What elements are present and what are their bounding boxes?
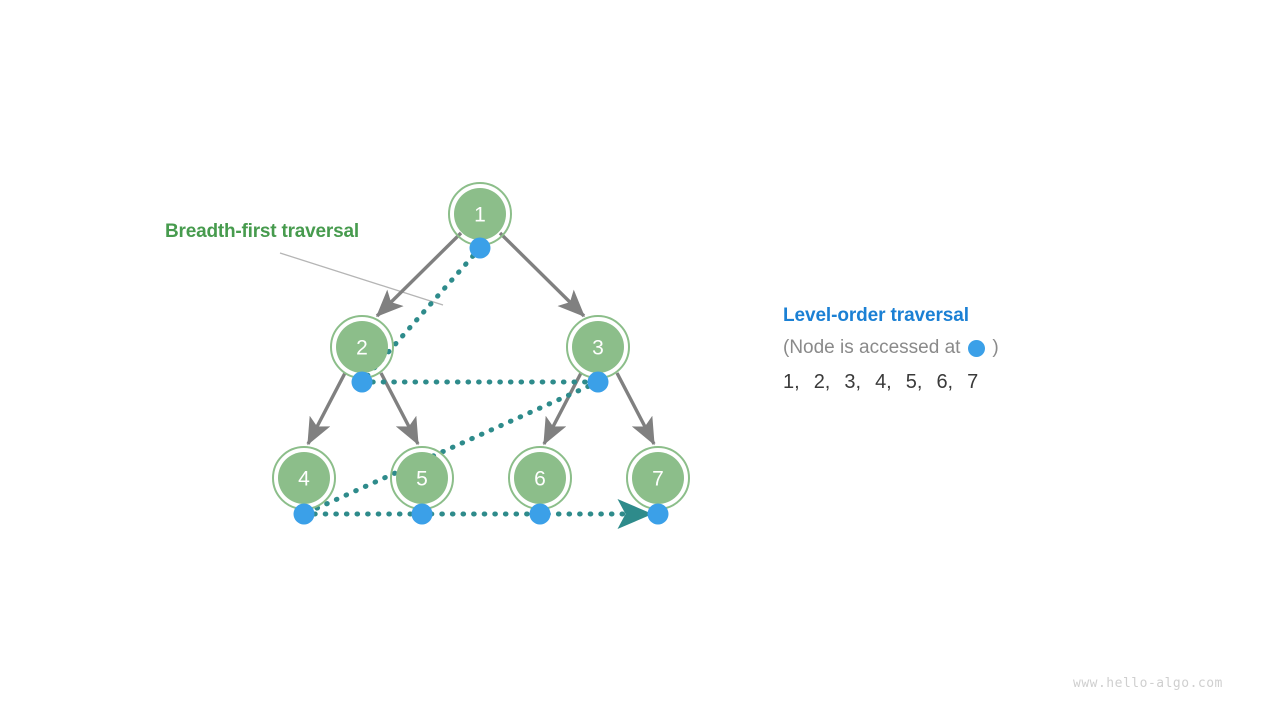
node-value-label: 5 <box>416 468 428 491</box>
tree-node-6: 6 <box>508 446 572 510</box>
breadth-first-traversal-label: Breadth-first traversal <box>165 221 359 242</box>
edge-3-7 <box>615 372 656 446</box>
access-dots <box>293 237 669 525</box>
node-circle <box>336 321 388 373</box>
sequence-item: 3, <box>844 371 862 393</box>
sequence-item: 1, <box>783 371 800 393</box>
sequence-item: 7 <box>967 371 979 393</box>
tree-node-4: 4 <box>272 446 336 510</box>
legend-subtitle: (Node is accessed at ) <box>783 337 1203 359</box>
node-value-label: 1 <box>474 204 486 227</box>
node-circle <box>278 452 330 504</box>
sequence-item: 2, <box>813 371 831 393</box>
access-dot-node-7 <box>647 503 669 525</box>
tree-node-7: 7 <box>626 446 690 510</box>
traversal-seg-3-4 <box>301 379 601 517</box>
edge-1-2 <box>375 231 463 318</box>
access-dot-node-4 <box>293 503 315 525</box>
access-dot-node-1 <box>469 237 491 259</box>
edge-3-6 <box>542 372 583 446</box>
node-value-label: 2 <box>356 337 368 360</box>
tree-node-1: 1 <box>448 182 512 246</box>
legend-panel: Level-order traversal (Node is accessed … <box>783 305 1203 394</box>
sequence-item: 5, <box>905 371 923 393</box>
traversal-sequence: 1, 2, 3, 4, 5, 6, 7 <box>783 371 1203 394</box>
edge-2-4 <box>306 372 347 446</box>
tree-nodes: 1 2 3 4 5 6 7 <box>272 182 690 510</box>
node-value-label: 4 <box>298 468 310 491</box>
legend-subtitle-suffix: ) <box>992 337 999 358</box>
tree-node-3: 3 <box>566 315 630 379</box>
node-value-label: 6 <box>534 468 546 491</box>
watermark: www.hello-algo.com <box>1073 676 1223 691</box>
node-value-label: 7 <box>652 468 664 491</box>
legend-title: Level-order traversal <box>783 305 969 326</box>
node-value-label: 3 <box>592 337 604 360</box>
node-circle <box>632 452 684 504</box>
access-dot-node-2 <box>351 371 373 393</box>
leader-line <box>279 252 444 306</box>
access-dot-node-6 <box>529 503 551 525</box>
tree-edges <box>306 231 656 446</box>
edge-2-5 <box>379 372 420 446</box>
node-circle <box>454 188 506 240</box>
node-circle <box>572 321 624 373</box>
sequence-item: 6, <box>936 371 954 393</box>
legend-subtitle-prefix: (Node is accessed at <box>783 337 961 358</box>
node-circle <box>396 452 448 504</box>
access-dot-node-3 <box>587 371 609 393</box>
tree-node-2: 2 <box>330 315 394 379</box>
node-circle <box>514 452 566 504</box>
access-dot-node-5 <box>411 503 433 525</box>
access-dot-icon <box>968 339 986 357</box>
tree-node-5: 5 <box>390 446 454 510</box>
sequence-item: 4, <box>875 371 892 393</box>
edge-1-3 <box>498 231 586 318</box>
